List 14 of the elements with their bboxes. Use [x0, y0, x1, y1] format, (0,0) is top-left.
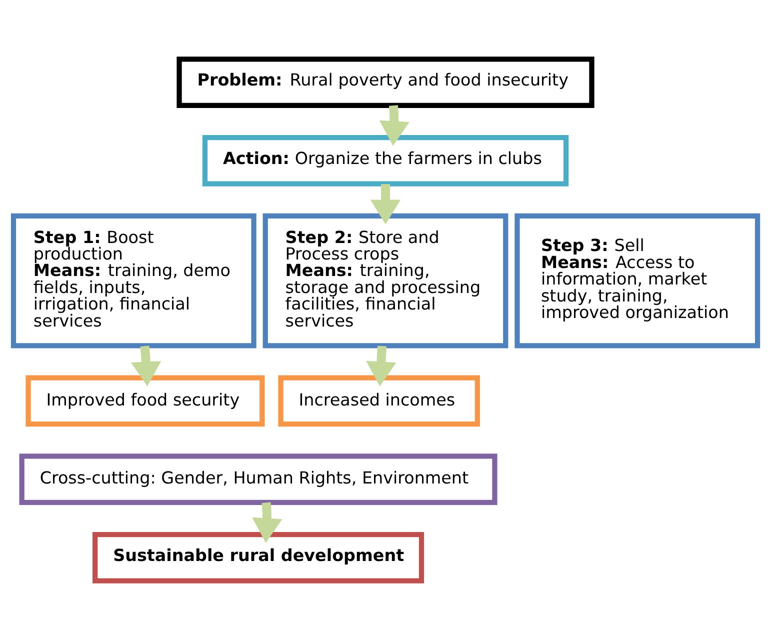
node-box: Sustainable rural development — [92, 532, 424, 584]
node-box: Step 2: Store and Process crops Means: training, storage and processing facilities, financial services — [262, 213, 508, 348]
arrow — [130, 346, 162, 386]
node-box: Cross-cutting: Gender, Human Rights, Environment — [19, 454, 498, 506]
arrow — [252, 502, 282, 543]
arrow — [370, 184, 401, 224]
node-box: Step 1: Boost production Means: training, demo fields, inputs, irrigation, financial services — [10, 213, 256, 348]
node-box: Step 3: Sell Means: Access to information, market study, training, improved organization — [514, 213, 760, 348]
node-box: Increased incomes — [278, 375, 480, 427]
arrow — [366, 346, 396, 386]
node-box: Problem: Rural poverty and food insecurity — [176, 56, 594, 108]
node-box: Improved food security — [26, 375, 265, 427]
arrow — [379, 105, 410, 146]
node-box: Action: Organize the farmers in clubs — [202, 134, 569, 186]
